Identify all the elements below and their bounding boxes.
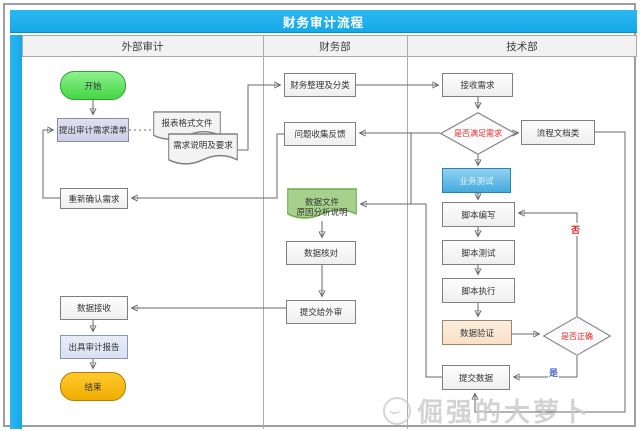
node-doc-requirement-desc: 需求说明及要求 <box>168 133 238 168</box>
node-process-documents: 流程文档类 <box>521 120 595 145</box>
diagram-frame: 财务审计流程 外部审计 财务部 技术部 <box>3 3 637 429</box>
node-data-verify: 数据验证 <box>442 320 512 345</box>
node-issue-audit-report: 出具审计报告 <box>60 335 128 359</box>
node-script-write: 脚本编写 <box>442 202 515 227</box>
edge-label-yes: 是 <box>548 366 560 379</box>
node-script-exec: 脚本执行 <box>442 278 515 303</box>
diamond-shape <box>543 316 611 356</box>
node-decision-correct: 是否正确 <box>543 316 611 356</box>
node-data-check: 数据核对 <box>286 241 356 265</box>
diamond-shape <box>440 112 516 155</box>
diagram-title: 财务审计流程 <box>10 10 637 33</box>
node-start: 开始 <box>60 71 126 100</box>
node-business-test: 业务测试 <box>442 168 511 193</box>
lane-header-tech: 技术部 <box>506 40 538 53</box>
edge-correct-yes-to-submitdata <box>514 356 578 377</box>
lane-header-finance: 财务部 <box>319 40 351 53</box>
node-issue-feedback: 问题收集反馈 <box>284 122 356 146</box>
lane-header-external-audit: 外部审计 <box>121 40 164 53</box>
edge-correct-no-to-scriptwrite <box>519 213 578 316</box>
node-end: 结束 <box>60 372 126 401</box>
node-data-receive: 数据接收 <box>60 296 128 320</box>
edge-docs-to-finsort <box>238 85 280 151</box>
document-shape <box>168 133 238 165</box>
edge-submitdata-to-greendoc <box>361 204 442 378</box>
edge-processdocs-loop-to-submitdata <box>475 131 626 413</box>
lane-header-row <box>22 35 637 57</box>
watermark: 倔强的大萝卜 <box>383 392 591 429</box>
left-accent-strip <box>10 35 22 429</box>
lane-divider-2 <box>407 35 408 429</box>
edge-label-no: 否 <box>570 223 582 236</box>
edge-feedback-to-reconfirm <box>132 133 284 198</box>
node-data-file-analysis-doc: 数据文件原因分析说明 <box>287 188 357 222</box>
node-submit-data: 提交数据 <box>442 365 510 390</box>
watermark-logo-icon <box>383 396 411 425</box>
document-shape <box>287 188 357 219</box>
node-decision-meet-requirement: 是否满足需求 <box>440 112 516 155</box>
connector-lines <box>42 5 626 413</box>
watermark-text: 倔强的大萝卜 <box>417 397 592 427</box>
edge-reconfirm-to-reqlist <box>42 130 60 199</box>
node-submit-to-external: 提交给外审 <box>286 300 356 324</box>
lane-divider-1 <box>263 35 264 429</box>
node-reconfirm-requirement: 重新确认需求 <box>60 188 128 209</box>
node-finance-sorting: 财务整理及分类 <box>284 73 356 97</box>
node-script-test: 脚本测试 <box>442 240 515 265</box>
node-receive-requirement: 接收需求 <box>442 73 513 97</box>
node-audit-request-list: 提出审计需求清单 <box>57 118 129 142</box>
